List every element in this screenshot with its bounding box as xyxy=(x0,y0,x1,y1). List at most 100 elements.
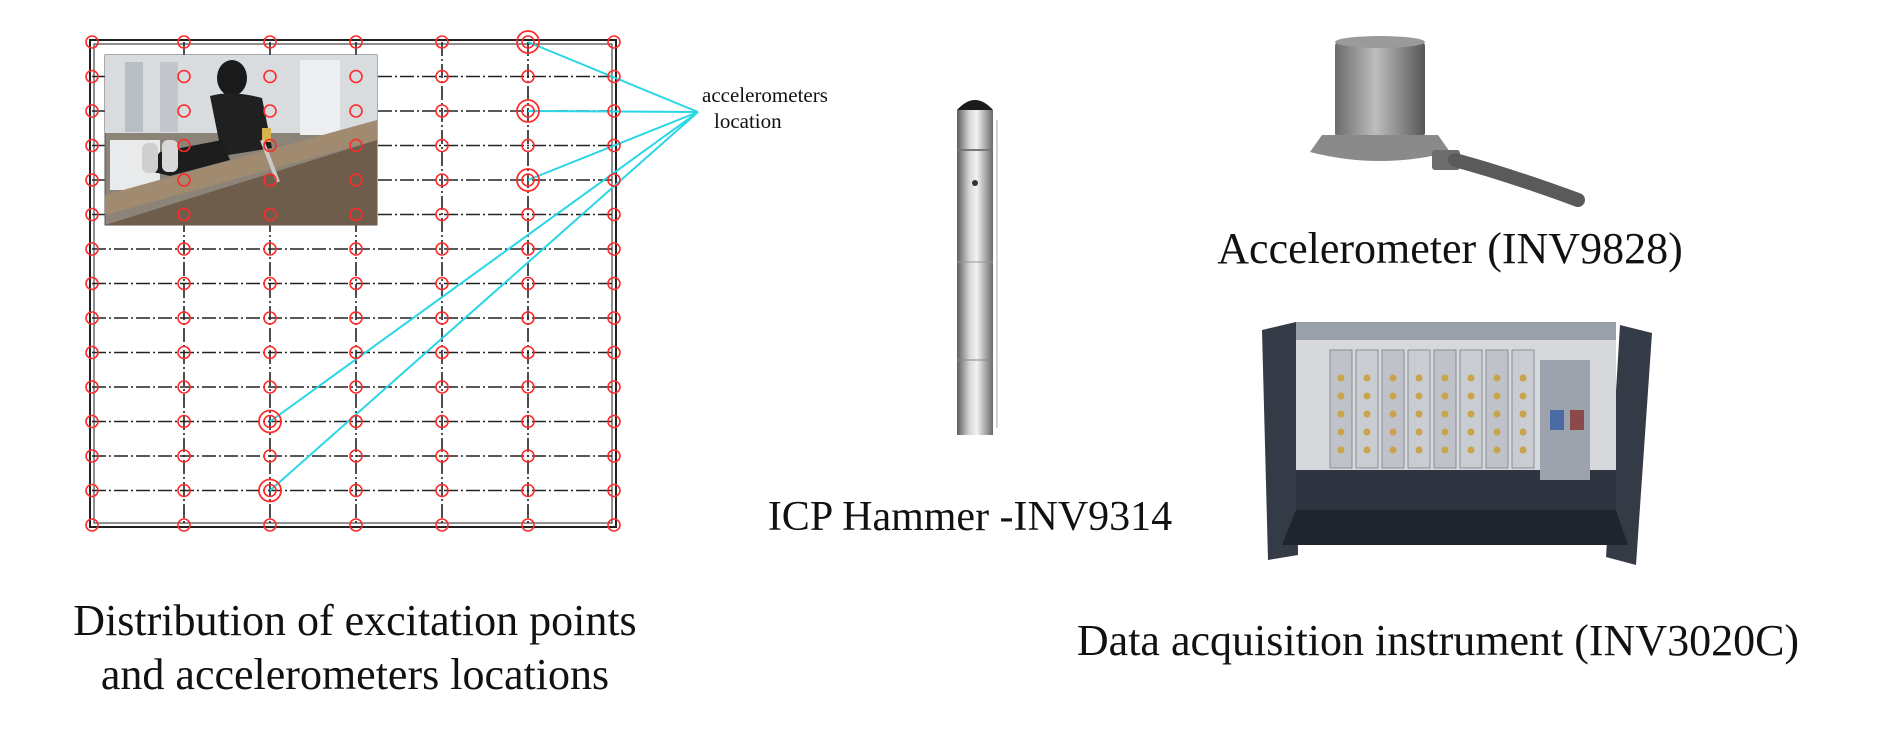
excitation-point xyxy=(85,276,99,291)
excitation-point xyxy=(263,207,277,222)
excitation-points xyxy=(85,30,621,532)
leader-line xyxy=(269,111,699,492)
excitation-point xyxy=(349,414,363,429)
daq-card xyxy=(1511,349,1535,469)
daq-connector xyxy=(1493,428,1501,436)
leader-line xyxy=(527,41,699,113)
excitation-point xyxy=(435,173,449,187)
daq-card xyxy=(1329,349,1353,469)
daq-connector xyxy=(1493,446,1501,454)
daq-connector xyxy=(1519,374,1527,382)
daq-connector xyxy=(1415,446,1423,454)
daq-instrument-image xyxy=(1262,322,1652,565)
excitation-point xyxy=(349,104,363,118)
excitation-point xyxy=(435,483,449,498)
excitation-point xyxy=(177,414,191,429)
daq-connector xyxy=(1467,392,1475,400)
excitation-point xyxy=(177,35,191,49)
excitation-point xyxy=(607,138,621,153)
excitation-point xyxy=(607,104,621,118)
excitation-point xyxy=(85,345,99,360)
leader-line xyxy=(527,110,699,113)
daq-caption: Data acquisition instrument (INV3020C) xyxy=(1076,616,1800,665)
excitation-point xyxy=(263,380,277,394)
excitation-point xyxy=(177,173,191,187)
daq-connector xyxy=(1363,446,1371,454)
excitation-point xyxy=(177,345,191,360)
daq-connector xyxy=(1389,374,1397,382)
excitation-point xyxy=(435,207,449,222)
daq-connector xyxy=(1363,428,1371,436)
grid-border xyxy=(89,39,617,528)
daq-connector xyxy=(1519,410,1527,418)
excitation-point xyxy=(435,345,449,360)
excitation-point xyxy=(85,173,99,187)
daq-card xyxy=(1407,349,1431,469)
daq-connector xyxy=(1467,410,1475,418)
specimen-photo xyxy=(104,54,378,226)
excitation-point xyxy=(263,35,277,49)
excitation-point xyxy=(85,69,99,84)
daq-connector xyxy=(1415,410,1423,418)
daq-connector xyxy=(1415,428,1423,436)
excitation-point xyxy=(177,242,191,256)
excitation-point xyxy=(435,449,449,463)
daq-connector xyxy=(1441,428,1449,436)
excitation-point xyxy=(607,518,621,532)
excitation-point xyxy=(177,483,191,498)
grid-caption-line-1: Distribution of excitation points xyxy=(73,596,637,645)
excitation-point xyxy=(607,483,621,498)
excitation-point xyxy=(349,483,363,498)
excitation-point xyxy=(607,276,621,291)
excitation-point xyxy=(607,173,621,187)
excitation-point xyxy=(435,104,449,118)
hammer-caption: ICP Hammer -INV9314 xyxy=(767,494,1173,540)
excitation-point xyxy=(435,35,449,49)
accelerometer-image xyxy=(1310,36,1585,207)
excitation-point xyxy=(349,138,363,153)
excitation-point xyxy=(521,69,535,84)
excitation-point xyxy=(263,449,277,463)
excitation-point xyxy=(85,311,99,325)
excitation-point xyxy=(435,311,449,325)
daq-connector xyxy=(1493,392,1501,400)
excitation-point xyxy=(349,242,363,256)
excitation-point xyxy=(521,207,535,222)
excitation-point xyxy=(607,69,621,84)
excitation-point xyxy=(263,414,277,429)
excitation-point xyxy=(85,449,99,463)
excitation-point xyxy=(607,449,621,463)
annotation-line-2: location xyxy=(714,109,782,133)
excitation-point xyxy=(263,483,277,498)
excitation-point xyxy=(177,138,191,153)
excitation-point xyxy=(263,69,277,84)
excitation-point xyxy=(521,276,535,291)
excitation-point xyxy=(435,138,449,153)
excitation-point xyxy=(349,35,363,49)
daq-connector xyxy=(1389,392,1397,400)
daq-connector xyxy=(1389,428,1397,436)
daq-connector xyxy=(1441,446,1449,454)
daq-card xyxy=(1433,349,1457,469)
excitation-point xyxy=(349,207,363,222)
excitation-point xyxy=(349,276,363,291)
excitation-point xyxy=(177,207,191,222)
daq-connector xyxy=(1363,410,1371,418)
excitation-point xyxy=(521,173,535,187)
excitation-point xyxy=(263,276,277,291)
accelerometer-location-marker xyxy=(258,409,282,434)
excitation-point xyxy=(85,104,99,118)
excitation-point xyxy=(263,311,277,325)
daq-connector xyxy=(1389,410,1397,418)
excitation-point xyxy=(263,173,277,187)
daq-connector xyxy=(1363,374,1371,382)
excitation-point xyxy=(435,414,449,429)
excitation-point xyxy=(521,380,535,394)
excitation-point xyxy=(521,414,535,429)
daq-connector xyxy=(1493,374,1501,382)
daq-connector xyxy=(1337,410,1345,418)
daq-connector xyxy=(1337,428,1345,436)
excitation-point xyxy=(177,518,191,532)
